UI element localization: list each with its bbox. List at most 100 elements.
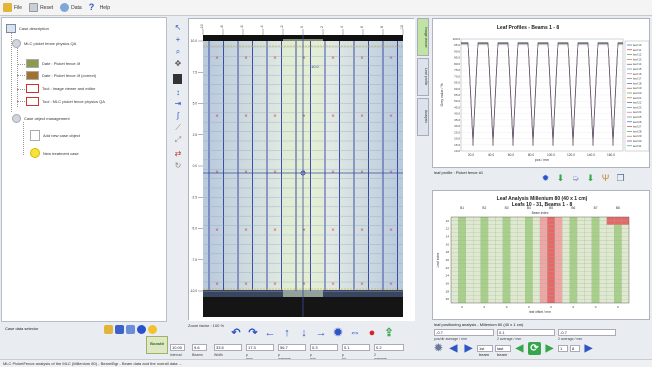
gear-icon[interactable]: ✹ (541, 173, 550, 183)
arrow-right-icon[interactable]: ▶ (464, 343, 473, 354)
first-beam-field[interactable]: 1st beam (477, 345, 493, 357)
heat-cell (458, 271, 466, 276)
picket-fence-image[interactable]: ×××××××××××××××××××××××××××××××××××10.0 … (189, 19, 415, 321)
menu-help[interactable]: ? Help (88, 2, 110, 12)
tree-item-tool-image[interactable]: Tool : Image viewer and editor (26, 84, 95, 93)
copy-icon[interactable]: ❐ (616, 173, 625, 183)
tree-item-case-object-mgmt[interactable]: Case object management (12, 114, 70, 123)
legend-entry: leaf 10 (633, 43, 642, 47)
tree-item-tool-mlc[interactable]: Tool : MLC picket fence physics QA (26, 97, 105, 106)
pointer-icon[interactable]: ↖ (174, 23, 182, 32)
arrow-right-icon[interactable]: ▶ (545, 343, 554, 354)
shrink-icon[interactable]: ⇔ (349, 327, 361, 339)
arrow-right-icon[interactable]: → (315, 327, 327, 339)
save-icon[interactable] (115, 325, 124, 334)
record-icon[interactable]: ● (368, 327, 376, 339)
param-field[interactable]: 0.3 (310, 344, 338, 351)
arrow-up-icon[interactable]: ↑ (284, 327, 290, 339)
menu-reset[interactable]: Reset (29, 3, 53, 12)
rotate-right-icon[interactable]: ↷ (248, 327, 258, 339)
export-icon[interactable]: ➭ (571, 173, 580, 183)
heat-cell (584, 216, 592, 221)
add-icon[interactable]: + (175, 35, 181, 44)
arrow-down-icon[interactable]: ⬇ (586, 173, 595, 183)
fork-icon[interactable]: Ψ (601, 173, 610, 183)
param-field[interactable]: 17.3 (246, 344, 274, 351)
heat-cell (510, 252, 518, 257)
arrow-icon[interactable] (126, 325, 135, 334)
heat-cell (488, 279, 496, 284)
heat-cell (577, 279, 585, 284)
analysis-field[interactable]: -0.7 (434, 329, 494, 336)
heat-cell (621, 259, 630, 264)
heat-cell (562, 259, 570, 264)
arrow-up-icon[interactable]: ↕ (176, 88, 180, 97)
folder-open-icon[interactable] (104, 325, 113, 334)
arrow-left-icon[interactable]: ← (264, 327, 276, 339)
param-field[interactable]: 56.7 (278, 344, 306, 351)
heat-cell (569, 279, 578, 284)
menu-data[interactable]: Data (60, 3, 82, 12)
ruler-icon[interactable]: ⟋ (175, 123, 181, 132)
heat-cell (510, 240, 518, 245)
tab-leaf-profile[interactable]: Leaf profile (417, 58, 429, 96)
beam-from-field[interactable]: 1 (558, 345, 568, 352)
zoom-icon[interactable]: ⌕ (175, 47, 181, 56)
analysis-field[interactable]: -0.7 (558, 329, 616, 336)
tree-item-add-new-case[interactable]: Add new case object (30, 130, 80, 141)
param-field[interactable]: 0.1 (342, 344, 370, 351)
image-viewer[interactable]: ×××××××××××××××××××××××××××××××××××10.0 … (188, 18, 415, 321)
tree-item-image-picket[interactable]: Date : Picket fence 4f (26, 59, 80, 68)
heat-cell (502, 236, 511, 241)
cross-marker: × (360, 113, 364, 119)
arrow-down-icon[interactable]: ↓ (301, 327, 307, 339)
refresh-icon[interactable]: ⟳ (528, 342, 541, 355)
tree-item-case-description[interactable]: Case description (6, 24, 49, 33)
arrow-left-icon[interactable]: ◀ (449, 343, 458, 354)
param-field[interactable]: 10.00 (170, 344, 185, 351)
arrow-down-icon[interactable]: ⬇ (556, 173, 565, 183)
tree-item-mlc-qa[interactable]: MLC picket fence physics QA (12, 39, 76, 48)
tab-image-viewer[interactable]: Image viewer (417, 18, 429, 56)
heat-cell (502, 248, 511, 253)
rotate-left-icon[interactable]: ↶ (231, 327, 241, 339)
heat-cell (599, 275, 607, 280)
heat-cell (488, 287, 496, 292)
rotate-icon[interactable]: ↻ (174, 161, 182, 170)
gear-icon[interactable]: ✹ (333, 327, 343, 339)
cross-marker: × (215, 55, 219, 61)
heat-cell (450, 287, 459, 292)
tree-item-image-picket-2[interactable]: Date : Picket fence 4f (correct) (26, 71, 96, 80)
measure-icon[interactable]: ⤢ (174, 135, 182, 144)
beam-to-field[interactable]: 8 (570, 345, 580, 352)
pan-icon[interactable]: ✥ (174, 59, 182, 68)
heat-cell (562, 256, 570, 261)
window-level-icon[interactable] (173, 74, 182, 84)
arrow-right-icon[interactable]: ▶ (584, 343, 593, 354)
param-field[interactable]: 33.5 (214, 344, 242, 351)
gear-icon[interactable] (137, 325, 146, 334)
heat-cell (599, 224, 607, 229)
flip-icon[interactable]: ⇄ (174, 149, 182, 158)
analysis-field[interactable]: 0.1 (497, 329, 555, 336)
last-beam-field[interactable]: last beam (495, 345, 511, 357)
tab-analysis[interactable]: Analysis (417, 98, 429, 136)
arrow-left-icon[interactable]: ◀ (515, 343, 524, 354)
param-field[interactable]: 0.2 (374, 344, 404, 351)
export-icon[interactable]: ⇪ (384, 327, 394, 339)
menu-file[interactable]: File (3, 3, 22, 12)
heat-cell (525, 287, 533, 292)
heat-cell (547, 279, 555, 284)
gear-icon[interactable]: ✹ (434, 343, 443, 354)
cross-marker: × (389, 113, 393, 119)
heat-cell (532, 291, 541, 296)
heat-cell (480, 263, 489, 268)
heat-cell (577, 248, 585, 253)
heat-cell (547, 256, 555, 261)
arrow-right-icon[interactable]: ⇥ (174, 99, 182, 108)
heat-cell (525, 248, 533, 253)
tree-item-new-treatment[interactable]: New treatment case (30, 148, 79, 158)
param-field[interactable]: 9.6 (192, 344, 207, 351)
line-profile-icon[interactable]: ∫ (176, 111, 180, 120)
star-icon[interactable] (148, 325, 157, 334)
